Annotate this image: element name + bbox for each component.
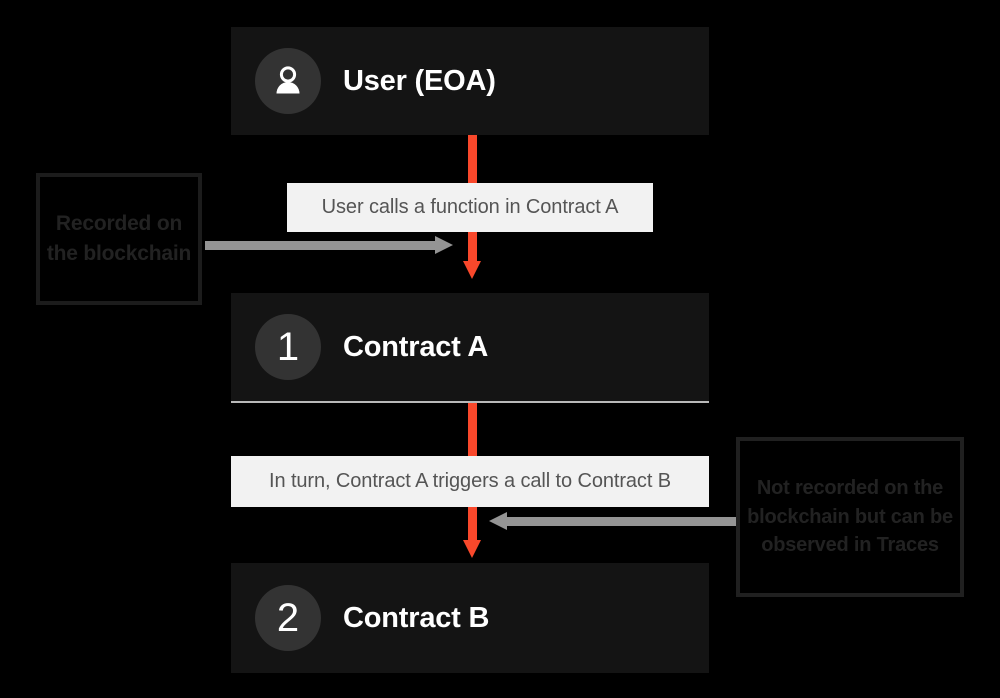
step-badge-2: 2 [255,585,321,651]
step-number: 2 [276,596,300,640]
annotation-box-not-recorded: Not recorded on the blockchain but can b… [736,437,964,597]
step-badge-1: 1 [255,314,321,380]
annotation-arrow-right [205,236,453,255]
annotation-arrow-left [489,512,737,531]
annotation-arrow-shaft [205,241,435,250]
avatar [255,48,321,114]
annotation-text: Not recorded on the blockchain but can b… [747,477,953,557]
arrow-head [463,540,481,558]
node-title: User (EOA) [343,64,496,97]
node-user-eoa: User (EOA) [231,27,709,135]
annotation-arrow-head [435,236,453,254]
node-contract-a: 1 Contract A [231,293,709,403]
annotation-arrow-head [489,512,507,530]
node-title: Contract B [343,601,490,634]
flow-label-internal-call: In turn, Contract A triggers a call to C… [231,456,709,507]
arrow-head [463,261,481,279]
step-number: 1 [276,325,300,369]
annotation-box-recorded: Recorded on the blockchain [36,173,202,305]
node-contract-b: 2 Contract B [231,563,709,673]
annotation-arrow-shaft [507,517,737,526]
flow-label-user-call: User calls a function in Contract A [287,183,653,232]
annotation-text: Recorded on the blockchain [46,212,192,265]
person-icon [269,62,307,100]
node-title: Contract A [343,330,489,363]
